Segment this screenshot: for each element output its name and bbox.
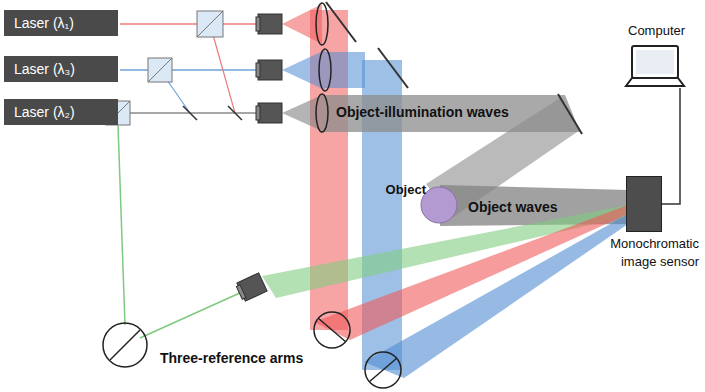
node-label: Laser (λ₁): [14, 15, 108, 31]
laser-line: [120, 23, 260, 25]
laser-line: [120, 69, 260, 71]
laser-box: Laser (λ₁): [4, 10, 118, 36]
computer: Computer: [626, 44, 686, 88]
mirror: [183, 106, 197, 120]
lens: [316, 3, 331, 132]
reference-mirror: [103, 312, 401, 388]
image-sensor: Monochromatic image sensor: [626, 176, 662, 232]
beam-splitter: [106, 11, 223, 125]
laser-line: [140, 292, 242, 338]
laser-box: Laser (λ₂): [4, 99, 118, 125]
mirror: [558, 94, 582, 134]
node-label: Laser (λ₃): [14, 61, 108, 77]
laser-box: Laser (λ₃): [4, 56, 118, 82]
cable-connector: [662, 88, 680, 204]
beam-label: Three-reference arms: [160, 350, 303, 366]
laptop-icon: [626, 46, 684, 86]
mirror: [228, 106, 242, 120]
objective-lens: [235, 14, 282, 302]
object-sphere: Object: [420, 186, 458, 224]
node-label: Computer: [628, 23, 685, 38]
mirror: [378, 48, 408, 88]
node-label: Laser (λ₂): [14, 104, 108, 120]
blue-reference: [364, 214, 628, 378]
laser-line: [118, 125, 125, 325]
node-label: Object: [386, 182, 426, 197]
beam-label: Object waves: [468, 199, 558, 215]
node-label: Monochromatic image sensor: [599, 235, 699, 270]
mirror: [326, 2, 356, 42]
beam-label: Object-illumination waves: [336, 104, 509, 120]
